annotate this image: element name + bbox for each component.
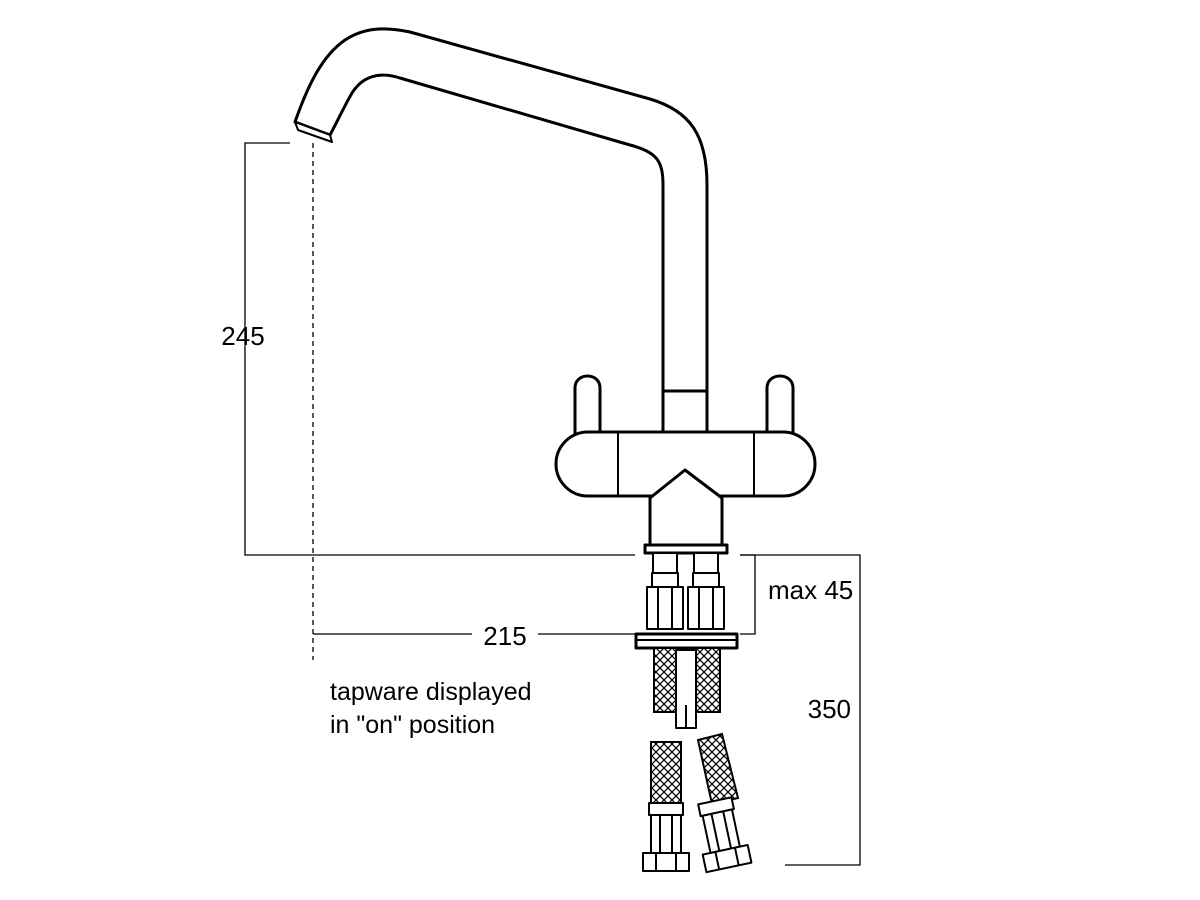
right-hose-fitting-line-1: [710, 813, 721, 852]
handles: [573, 374, 795, 442]
position-note-line-1: tapware displayed: [330, 678, 532, 706]
right-hose-fitting: [701, 808, 741, 854]
connectors: [634, 552, 739, 650]
dimension-lines: [244, 142, 861, 866]
hose-length-dimension-line: [740, 554, 861, 866]
tap-body: [554, 430, 817, 555]
position-note-line-2: in "on" position: [330, 711, 495, 739]
right-hose-fitting-line-2: [722, 811, 733, 849]
right-hose-lower: [696, 732, 740, 806]
left-nut-top: [651, 572, 679, 588]
right-stem: [693, 552, 719, 574]
flexible-hoses: [642, 647, 753, 874]
spout-collar: [661, 389, 709, 435]
right-hose-end-nut: [701, 843, 753, 874]
bench-thickness-label: max 45: [768, 575, 853, 605]
left-nut: [646, 586, 684, 630]
right-hose-end-nut-line-2: [733, 847, 740, 866]
left-hose-end-nut: [642, 852, 690, 872]
right-handle: [765, 374, 795, 442]
right-nut-top: [692, 572, 720, 588]
left-handle: [573, 374, 602, 442]
hose-length-label: 350: [808, 694, 851, 724]
left-hose-lower: [650, 741, 682, 804]
right-hose-fitting-group: [697, 796, 753, 874]
spout-tip: [294, 121, 333, 143]
height-dimension-line: [244, 142, 635, 556]
bench-thickness-dimension-line: [740, 554, 756, 635]
left-hose-fitting: [650, 814, 682, 854]
right-nut: [687, 586, 725, 630]
spout-tube: [293, 27, 709, 397]
right-hose-end-nut-line-1: [714, 851, 721, 870]
spout: [293, 27, 709, 435]
body-base-block: [648, 468, 724, 547]
body-base-plate: [643, 543, 729, 555]
left-hose-ferrule: [648, 802, 684, 816]
left-stem: [652, 552, 678, 574]
height-dimension-label: 245: [221, 321, 264, 351]
reach-dimension-label: 215: [483, 621, 526, 651]
